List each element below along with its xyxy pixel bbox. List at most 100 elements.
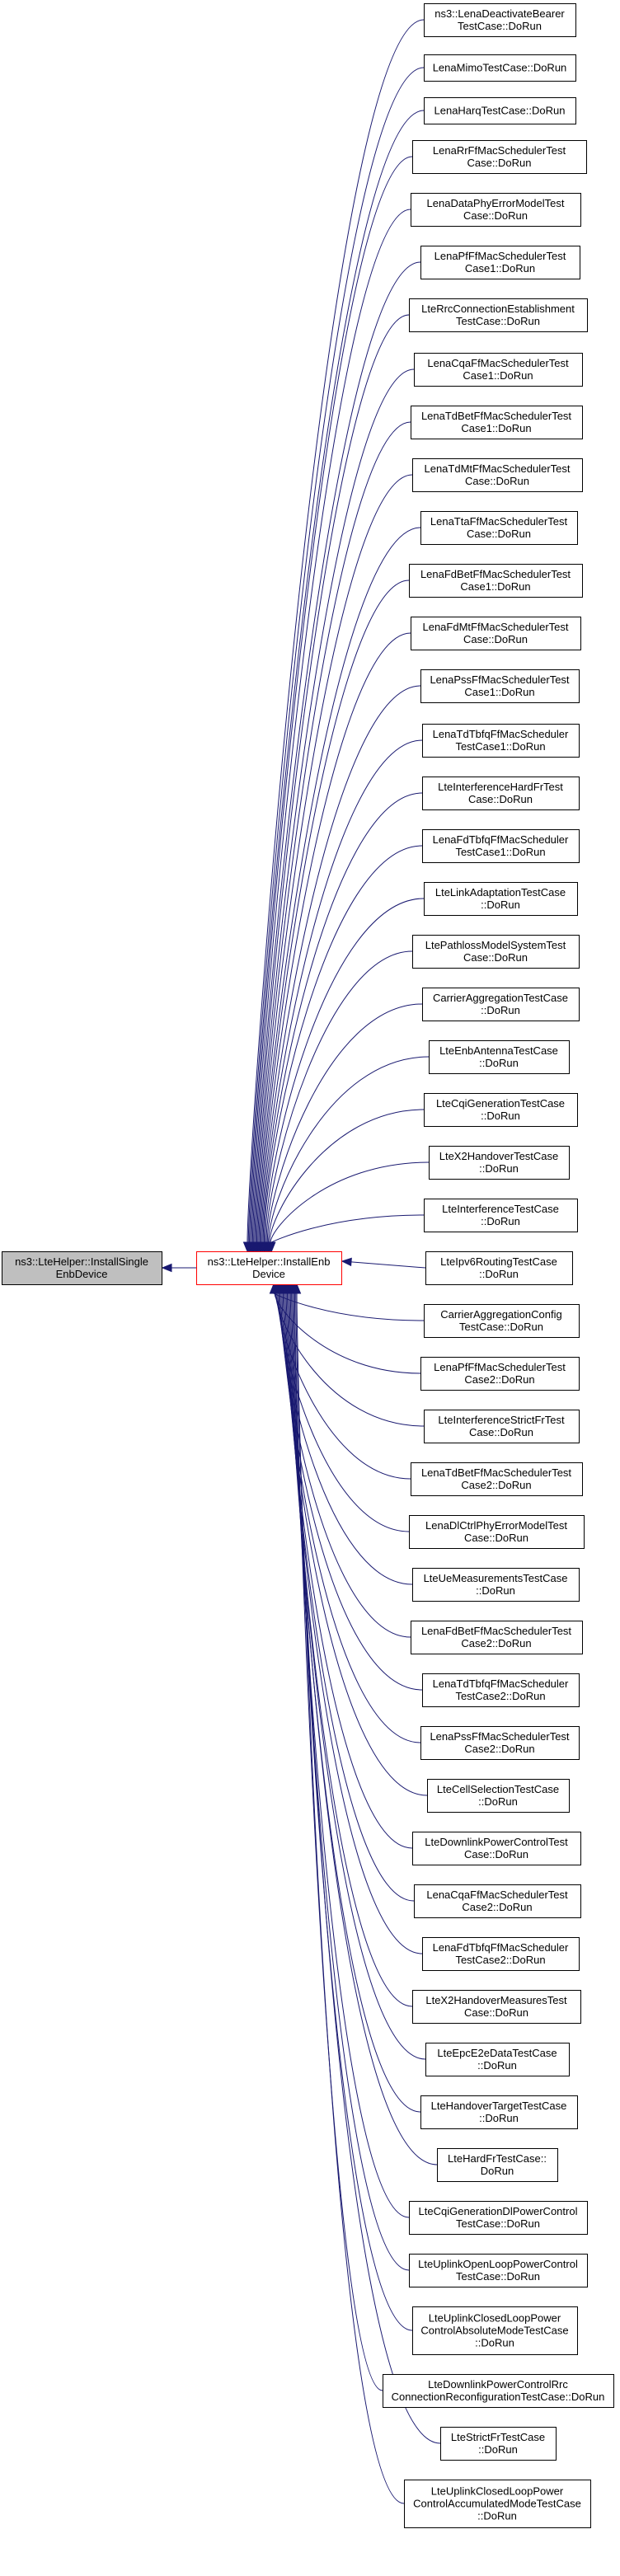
caller-node-22[interactable]: LteX2HandoverTestCase::DoRun bbox=[429, 1146, 570, 1180]
caller-node-47-box bbox=[404, 2480, 591, 2528]
caller-node-47-label-0: LteUplinkClosedLoopPower bbox=[431, 2485, 564, 2498]
caller-node-26-box bbox=[420, 1357, 580, 1391]
call-edge-41 bbox=[289, 1293, 438, 2165]
caller-node-36-label-1: Case2::DoRun bbox=[462, 1901, 532, 1913]
caller-node-25-box bbox=[424, 1304, 580, 1338]
call-edge-3 bbox=[250, 156, 413, 1243]
caller-node-17[interactable]: LteLinkAdaptationTestCase::DoRun bbox=[424, 882, 578, 916]
edge-arrowhead-24 bbox=[341, 1257, 352, 1267]
caller-node-18-box bbox=[412, 935, 580, 969]
caller-node-20-label-1: ::DoRun bbox=[479, 1057, 519, 1069]
caller-node-10-label-0: LenaTtaFfMacSchedulerTest bbox=[430, 515, 568, 528]
caller-node-46-label-1: ::DoRun bbox=[478, 2443, 518, 2456]
caller-node-29-box bbox=[409, 1515, 585, 1549]
caller-node-43-label-0: LteUplinkOpenLoopPowerControl bbox=[418, 2258, 578, 2270]
call-edge-11 bbox=[258, 579, 410, 1243]
caller-node-42[interactable]: LteCqiGenerationDlPowerControlTestCase::… bbox=[409, 2201, 588, 2235]
caller-node-6[interactable]: LteRrcConnectionEstablishmentTestCase::D… bbox=[409, 298, 588, 332]
caller-node-15-label-1: Case::DoRun bbox=[468, 793, 533, 805]
caller-node-46[interactable]: LteStrictFrTestCase::DoRun bbox=[440, 2427, 557, 2461]
caller-node-12-label-1: Case::DoRun bbox=[463, 633, 528, 645]
caller-node-24-box bbox=[425, 1251, 573, 1285]
call-edge-24 bbox=[350, 1261, 426, 1269]
caller-node-34[interactable]: LteCellSelectionTestCase::DoRun bbox=[427, 1779, 570, 1813]
call-edge-5 bbox=[251, 261, 421, 1243]
caller-node-23-label-1: ::DoRun bbox=[481, 1215, 520, 1227]
call-edge-47 bbox=[296, 1293, 405, 2504]
caller-node-2[interactable]: LenaHarqTestCase::DoRun bbox=[424, 97, 576, 124]
caller-node-1[interactable]: LenaMimoTestCase::DoRun bbox=[424, 54, 576, 82]
caller-node-26-label-0: LenaPfFfMacSchedulerTest bbox=[434, 1361, 566, 1373]
caller-node-15-box bbox=[422, 777, 580, 810]
call-edge-32 bbox=[280, 1293, 423, 1691]
call-edge-21 bbox=[269, 1109, 425, 1243]
caller-node-45[interactable]: LteDownlinkPowerControlRrcConnectionReco… bbox=[383, 2374, 614, 2408]
call-edge-33 bbox=[281, 1293, 421, 1743]
caller-node-10-box bbox=[420, 511, 578, 545]
caller-node-30-label-0: LteUeMeasurementsTestCase bbox=[424, 1572, 568, 1584]
caller-node-0-box bbox=[424, 3, 576, 37]
caller-node-21[interactable]: LteCqiGenerationTestCase::DoRun bbox=[424, 1093, 578, 1127]
caller-node-24[interactable]: LteIpv6RoutingTestCase::DoRun bbox=[425, 1251, 573, 1285]
caller-node-34-label-0: LteCellSelectionTestCase bbox=[437, 1783, 559, 1795]
caller-node-40-label-0: LteHandoverTargetTestCase bbox=[431, 2100, 567, 2112]
caller-node-10-label-1: Case::DoRun bbox=[467, 528, 531, 540]
root-node-install-single-enb-device-label-0: ns3::LteHelper::InstallSingle bbox=[15, 1255, 148, 1268]
caller-node-30[interactable]: LteUeMeasurementsTestCase::DoRun bbox=[412, 1568, 580, 1602]
caller-node-16-box bbox=[422, 829, 580, 863]
caller-node-41[interactable]: LteHardFrTestCase::DoRun bbox=[437, 2148, 558, 2182]
call-edge-22 bbox=[270, 1161, 430, 1243]
caller-node-39-label-1: ::DoRun bbox=[477, 2059, 517, 2072]
caller-node-39[interactable]: LteEpcE2eDataTestCase::DoRun bbox=[425, 2043, 570, 2076]
caller-node-23[interactable]: LteInterferenceTestCase::DoRun bbox=[424, 1199, 578, 1232]
caller-node-47[interactable]: LteUplinkClosedLoopPowerControlAccumulat… bbox=[404, 2480, 591, 2528]
caller-node-14-label-0: LenaTdTbfqFfMacScheduler bbox=[433, 728, 569, 740]
caller-node-35-box bbox=[412, 1832, 581, 1865]
caller-node-34-box bbox=[427, 1779, 570, 1813]
caller-node-40[interactable]: LteHandoverTargetTestCase::DoRun bbox=[420, 2095, 578, 2129]
caller-node-46-label-0: LteStrictFrTestCase bbox=[451, 2431, 545, 2443]
caller-node-7-box bbox=[414, 353, 583, 387]
caller-node-41-box bbox=[437, 2148, 558, 2182]
caller-node-4-label-0: LenaDataPhyErrorModelTest bbox=[427, 197, 565, 209]
caller-node-44[interactable]: LteUplinkClosedLoopPowerControlAbsoluteM… bbox=[412, 2306, 578, 2355]
caller-node-20[interactable]: LteEnbAntennaTestCase::DoRun bbox=[429, 1040, 570, 1074]
caller-node-43[interactable]: LteUplinkOpenLoopPowerControlTestCase::D… bbox=[409, 2254, 588, 2287]
caller-node-23-box bbox=[424, 1199, 578, 1232]
caller-node-38-box bbox=[412, 1990, 581, 2024]
caller-node-36-box bbox=[414, 1884, 581, 1918]
call-edge-20 bbox=[268, 1056, 430, 1243]
caller-node-19[interactable]: CarrierAggregationTestCase::DoRun bbox=[422, 988, 580, 1021]
caller-node-44-label-0: LteUplinkClosedLoopPower bbox=[429, 2312, 561, 2325]
